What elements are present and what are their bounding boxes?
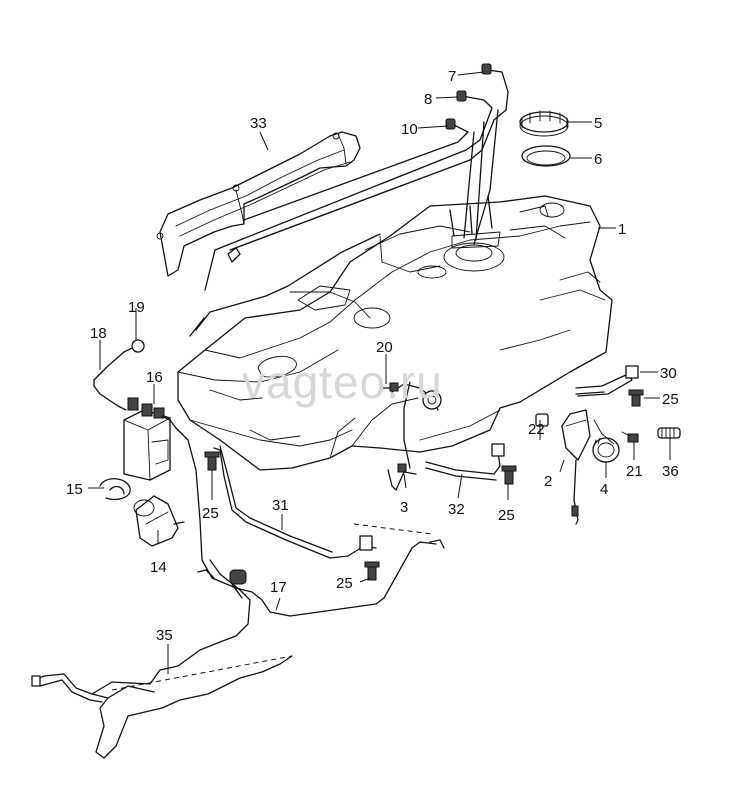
bolt-25-center	[364, 561, 380, 581]
callout-32: 32	[448, 501, 465, 518]
filler-connector	[379, 381, 442, 491]
fuel-tank	[177, 195, 613, 471]
callout-21: 21	[626, 463, 643, 480]
callout-18: 18	[90, 325, 107, 342]
part-22	[535, 413, 549, 427]
cap-tether-21	[593, 419, 639, 445]
supply-line-17	[175, 427, 445, 617]
vent-line-18	[93, 339, 145, 411]
callout-3: 3	[400, 499, 408, 516]
callout-22: 22	[528, 421, 545, 438]
bolt-25-right	[501, 465, 517, 485]
callout-4: 4	[600, 481, 608, 498]
callout-2: 2	[544, 473, 552, 490]
callout-labels: 7 8 10 5 6 1 33 19 18 16 20 3 32 25 22 2…	[66, 68, 679, 644]
leader-lines	[88, 71, 671, 674]
line-32	[425, 443, 505, 481]
callout-33: 33	[250, 115, 267, 132]
callout-31: 31	[272, 497, 289, 514]
callout-19: 19	[128, 299, 145, 316]
callout-16: 16	[146, 369, 163, 386]
long-line-35	[31, 559, 293, 759]
callout-7: 7	[448, 68, 456, 85]
callout-5: 5	[594, 115, 602, 132]
gasket-ring	[521, 145, 571, 167]
callout-8: 8	[424, 91, 432, 108]
bracket-30	[575, 365, 639, 397]
bolt-25-left	[204, 451, 220, 471]
watermark-text: vagteo.ru	[242, 356, 443, 408]
return-line-31	[213, 445, 377, 559]
callout-10: 10	[401, 121, 418, 138]
callout-6: 6	[594, 151, 602, 168]
callout-35: 35	[156, 627, 173, 644]
locking-ring	[519, 110, 569, 137]
filler-cap	[592, 437, 620, 463]
heat-shield	[156, 131, 361, 277]
fuel-filter	[99, 478, 185, 547]
filler-housing	[561, 409, 591, 525]
callout-14: 14	[150, 559, 167, 576]
callout-1: 1	[618, 221, 626, 238]
callout-17: 17	[270, 579, 287, 596]
callout-25-center: 25	[336, 575, 353, 592]
callout-20: 20	[376, 339, 393, 356]
bolt-25-farright	[628, 389, 644, 407]
callout-30: 30	[660, 365, 677, 382]
carbon-canister	[123, 397, 177, 481]
callout-25-right: 25	[498, 507, 515, 524]
upper-fuel-lines	[189, 63, 509, 337]
callout-25-farright: 25	[662, 391, 679, 408]
callout-36: 36	[662, 463, 679, 480]
callout-15: 15	[66, 481, 83, 498]
callout-25-left: 25	[202, 505, 219, 522]
plug-36	[657, 427, 681, 439]
